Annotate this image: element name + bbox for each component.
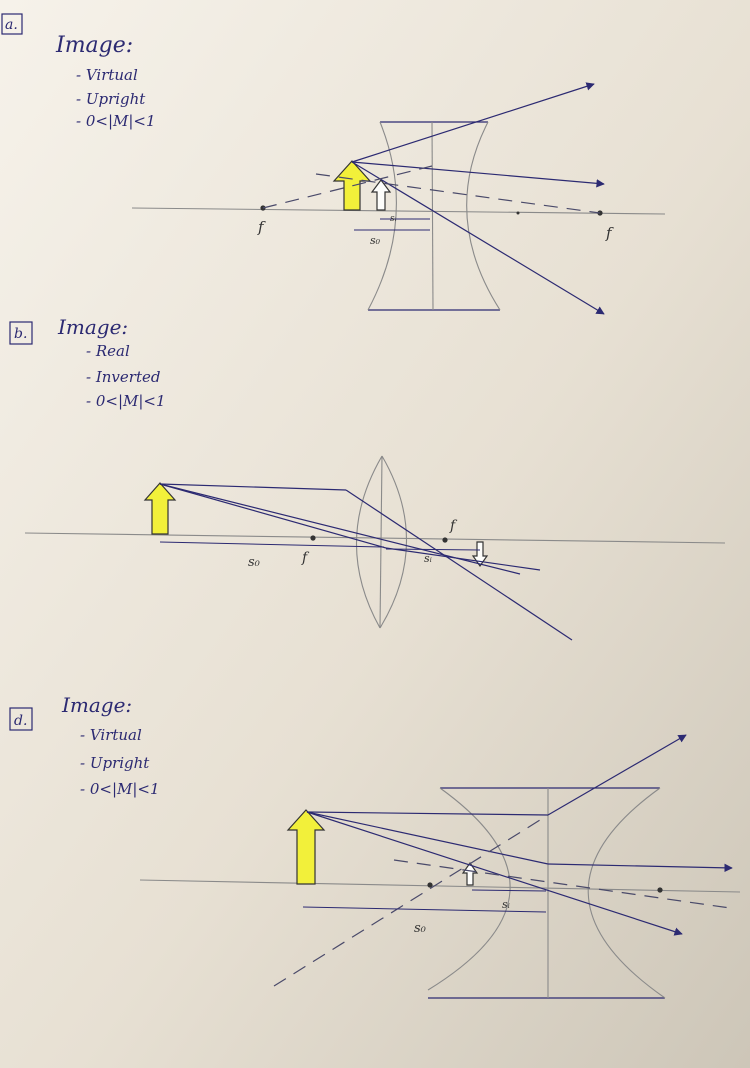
section-b-prop-3: - 0<|M|<1 <box>86 392 166 410</box>
section-a-object-arrow <box>332 160 372 211</box>
section-b-box <box>9 321 33 345</box>
section-d-so-marker <box>302 906 547 913</box>
section-d-object-arrow <box>286 809 326 885</box>
section-b-prop-1: - Real <box>86 342 130 360</box>
section-b-ray-through-focus <box>159 483 387 549</box>
section-d-label-si: sᵢ <box>502 898 510 911</box>
section-b-label-f-right: f <box>449 518 458 534</box>
section-a: a. Image: - Virtual - Upright - 0<|M|<1 … <box>1 13 666 315</box>
section-d-ray-parallel <box>306 811 549 816</box>
section-b-prop-2: - Inverted <box>86 368 160 386</box>
section-a-heading: Image: <box>55 33 133 58</box>
section-a-label-f-right: f <box>605 224 614 242</box>
section-a-label-so: s₀ <box>370 234 381 247</box>
section-d-si-marker <box>471 889 547 892</box>
section-b-si-marker <box>385 548 481 551</box>
section-d-tag: d. <box>14 713 27 729</box>
section-a-ray-virtual-extension <box>262 165 433 209</box>
section-b-heading: Image: <box>57 315 128 339</box>
section-a-ray-through-center <box>351 161 605 315</box>
section-b-label-so: s₀ <box>248 555 261 570</box>
section-a-image-arrow <box>370 179 392 211</box>
section-d-focal-point-right <box>657 887 663 893</box>
section-d-prop-2: - Upright <box>80 754 150 772</box>
section-b-object-arrow <box>143 482 177 535</box>
section-a-axis-dot <box>516 211 520 215</box>
section-b-ray-parallel <box>159 483 347 491</box>
section-d-box <box>9 707 33 731</box>
section-d-ray-toward-focus <box>306 811 549 865</box>
section-d: d. Image: - Virtual - Upright - 0<|M|<1 <box>9 693 741 999</box>
section-d-ray-refracted-up <box>547 734 687 816</box>
section-b-label-si: sᵢ <box>424 552 432 565</box>
section-a-optical-axis <box>131 207 666 215</box>
section-a-tag: a. <box>5 17 18 33</box>
section-a-ray-dashed-focus <box>315 173 601 214</box>
section-a-prop-3: - 0<|M|<1 <box>76 112 156 130</box>
section-d-optical-axis <box>139 879 741 893</box>
section-b-so-marker <box>159 541 385 548</box>
section-a-prop-1: - Virtual <box>76 66 138 84</box>
section-b-ray-refracted <box>345 489 573 641</box>
section-d-prop-1: - Virtual <box>80 726 142 744</box>
section-a-label-si: sᵢ <box>390 214 397 224</box>
section-a-box <box>1 13 23 35</box>
section-d-diverging-lens <box>427 787 666 999</box>
section-a-prop-2: - Upright <box>76 90 146 108</box>
section-d-prop-3: - 0<|M|<1 <box>80 780 160 798</box>
section-d-ray-virtual-extension <box>273 814 549 987</box>
section-a-label-f-left: f <box>257 218 266 236</box>
section-b-converging-lens <box>355 455 408 629</box>
section-b: b. Image: - Real - Inverted - 0<|M|<1 f … <box>9 315 726 641</box>
section-b-ray-emergent-parallel <box>385 547 541 571</box>
section-d-ray-dashed-focus <box>393 859 731 909</box>
section-d-ray-through-center <box>306 811 683 936</box>
section-d-focal-point-left <box>427 882 433 888</box>
section-b-focal-point-right <box>442 537 448 543</box>
section-b-image-arrow <box>471 541 489 568</box>
section-a-ray-refracted-up <box>351 82 595 163</box>
section-b-focal-point-left <box>310 535 316 541</box>
section-b-label-f-left: f <box>301 550 310 566</box>
section-d-ray-emergent-parallel <box>547 863 733 873</box>
section-d-image-arrow <box>461 861 479 886</box>
section-d-heading: Image: <box>61 693 132 717</box>
section-b-tag: b. <box>14 326 27 342</box>
section-a-diverging-lens <box>367 121 501 311</box>
section-d-label-so: s₀ <box>414 921 427 936</box>
section-a-ray-parallel <box>351 161 605 188</box>
